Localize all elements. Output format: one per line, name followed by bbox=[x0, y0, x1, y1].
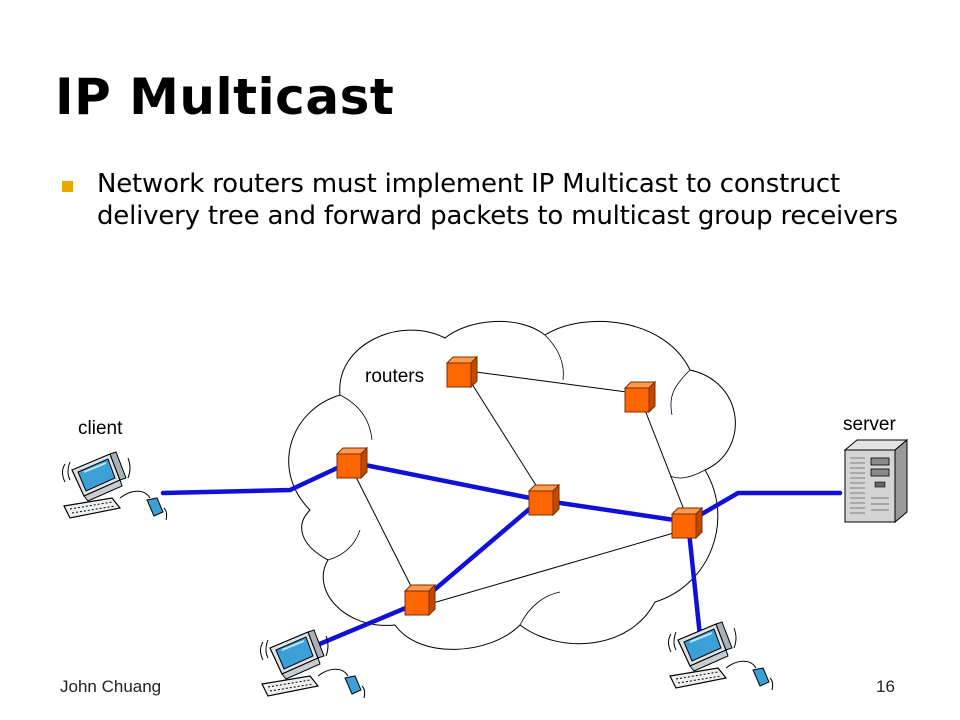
router-icon bbox=[624, 381, 656, 413]
router-icon bbox=[446, 356, 478, 388]
router-icon bbox=[528, 484, 560, 516]
bullet-marker-icon bbox=[62, 181, 73, 192]
computer-icon bbox=[61, 451, 168, 521]
router-icon bbox=[336, 447, 368, 479]
slide-title: IP Multicast bbox=[55, 68, 395, 126]
server-tower-icon bbox=[843, 438, 909, 524]
computer-icon bbox=[667, 621, 774, 691]
cloud-icon bbox=[288, 320, 736, 650]
router-icon bbox=[404, 584, 436, 616]
computer-icon bbox=[259, 629, 366, 699]
server-label: server bbox=[843, 414, 896, 435]
link-lines bbox=[354, 371, 687, 604]
routers-label: routers bbox=[365, 366, 425, 387]
client-label: client bbox=[78, 418, 123, 439]
bullet-text: Network routers must implement IP Multic… bbox=[97, 169, 898, 231]
footer-author: John Chuang bbox=[60, 677, 162, 696]
page-number: 16 bbox=[876, 677, 895, 696]
router-icon bbox=[671, 507, 703, 539]
bullet-item: Network routers must implement IP Multic… bbox=[62, 168, 922, 232]
